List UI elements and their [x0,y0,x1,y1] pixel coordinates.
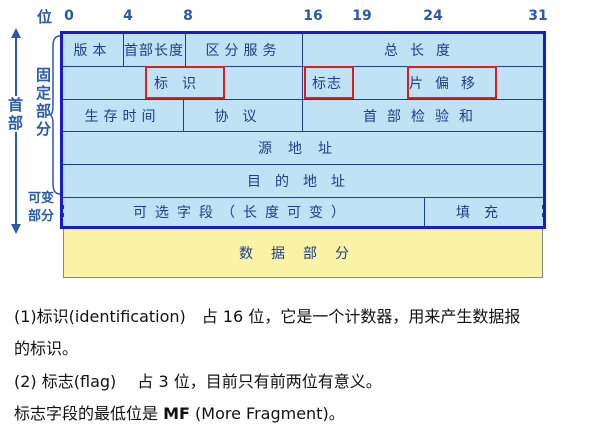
field-total-length: 总长度 [302,34,544,66]
flag-highlight [304,66,354,99]
variable-part-label: 可变部分 [28,191,55,224]
row-divider-2 [62,99,544,100]
bit-31: 31 [528,8,548,24]
field-flag: 标志 [302,67,352,99]
field-source-address: 源地址 [62,132,544,164]
field-protocol: 协议 [183,100,302,131]
field-header-length: 首部长度 [123,34,185,66]
description-line-3: (2) 标志(flag) 占 3 位，目前只有前两位有意义。 [14,372,382,391]
bit-position-label: 位 [37,8,53,26]
bit-24: 24 [423,8,443,24]
description-line-1: (1)标识(identification) 占 16 位，它是一个计数器，用来产… [14,307,521,326]
mf-term: MF [163,404,190,423]
row-divider-3 [62,131,544,132]
fixed-part-brace [50,35,61,195]
field-identification: 标识 [62,67,302,99]
field-destination-address: 目的地址 [62,165,544,197]
divider-header-length [185,34,186,66]
bit-8: 8 [183,8,193,24]
field-data: 数据部分 [63,229,543,278]
row-divider-1 [62,66,544,67]
field-ttl: 生存时间 [62,100,183,131]
field-options: 可选字段（长度可变） [62,198,424,226]
row-divider-4 [62,164,544,165]
divider-16 [302,34,303,131]
row-divider-5 [62,197,544,198]
description-line-4-suffix: (More Fragment)。 [189,404,345,423]
header-frame [60,31,546,229]
field-header-checksum: 首部检验和 [302,100,544,131]
fixed-part-label: 固定部分 [36,66,52,138]
header-label-text: 首部 [8,96,24,132]
header-side-label: 首部 [8,96,26,132]
field-padding: 填充 [424,198,544,226]
bit-16: 16 [303,8,323,24]
field-service-type: 区分服务 [185,34,302,66]
description-line-2: 的标识。 [14,339,79,358]
field-fragment-offset: 片偏移 [352,67,544,99]
bit-19: 19 [352,8,372,24]
description-line-4: 标志字段的最低位是 MF (More Fragment)。 [14,400,345,424]
field-version: 版本 [62,34,123,66]
fragment-offset-highlight [407,66,497,99]
bit-4: 4 [123,8,133,24]
bit-0: 0 [64,8,74,24]
identification-highlight [145,66,225,99]
divider-ttl [183,100,184,131]
divider-version [123,34,124,66]
divider-padding [424,198,425,226]
description-line-4-prefix: 标志字段的最低位是 [14,404,164,423]
